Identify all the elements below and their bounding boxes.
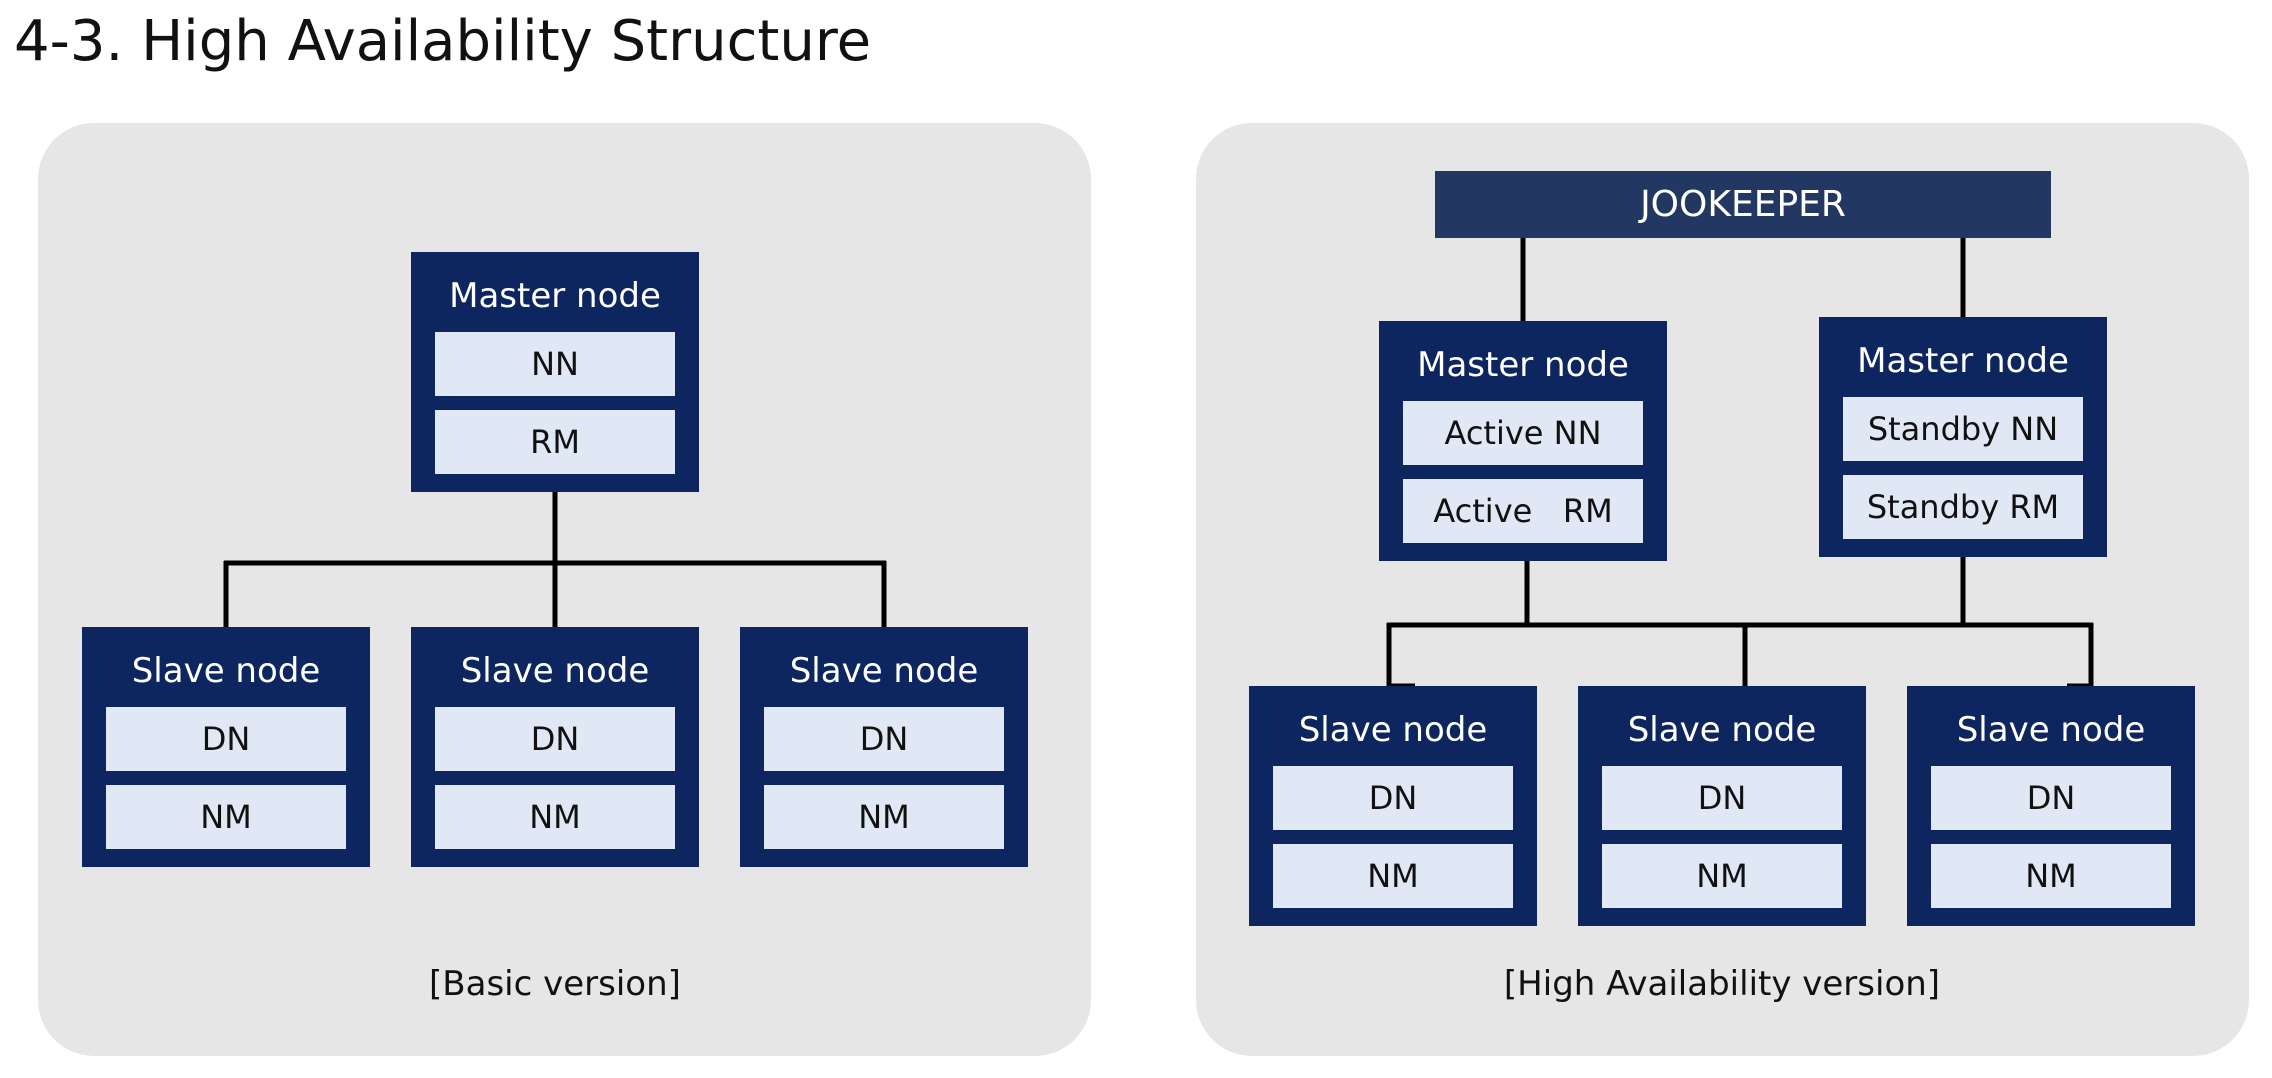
dn-component: DN: [106, 707, 346, 771]
node-title: Master node: [1417, 345, 1629, 385]
nm-component: NM: [1273, 844, 1513, 908]
node-title: Slave node: [460, 651, 650, 691]
basic-slave-node-2: Slave node DN NM: [411, 627, 699, 867]
node-title: Slave node: [131, 651, 321, 691]
nm-component: NM: [1602, 844, 1842, 908]
node-title: Slave node: [789, 651, 979, 691]
node-title: Slave node: [1298, 710, 1488, 750]
node-title: Slave node: [1956, 710, 2146, 750]
ha-version-caption: [High Availability version]: [1503, 964, 1941, 1004]
basic-version-caption: [Basic version]: [429, 964, 681, 1004]
rm-component: RM: [435, 410, 675, 474]
basic-slave-node-1: Slave node DN NM: [82, 627, 370, 867]
nm-component: NM: [764, 785, 1004, 849]
basic-slave-node-3: Slave node DN NM: [740, 627, 1028, 867]
dn-component: DN: [1602, 766, 1842, 830]
nm-component: NM: [1931, 844, 2171, 908]
dn-component: DN: [1931, 766, 2171, 830]
basic-master-node: Master node NN RM: [411, 252, 699, 492]
nm-component: NM: [435, 785, 675, 849]
node-title: Slave node: [1627, 710, 1817, 750]
nm-component: NM: [106, 785, 346, 849]
jookeeper-coordinator: JOOKEEPER: [1435, 171, 2051, 238]
node-title: Master node: [1857, 341, 2069, 381]
nn-component: NN: [435, 332, 675, 396]
dn-component: DN: [764, 707, 1004, 771]
ha-slave-node-1: Slave node DN NM: [1249, 686, 1537, 926]
ha-slave-node-3: Slave node DN NM: [1907, 686, 2195, 926]
standby-nn-component: Standby NN: [1843, 397, 2083, 461]
ha-master-node-standby: Master node Standby NN Standby RM: [1819, 317, 2107, 557]
page-title: 4-3. High Availability Structure: [14, 9, 872, 74]
dn-component: DN: [1273, 766, 1513, 830]
active-nn-component: Active NN: [1403, 401, 1643, 465]
standby-rm-component: Standby RM: [1843, 475, 2083, 539]
ha-slave-node-2: Slave node DN NM: [1578, 686, 1866, 926]
dn-component: DN: [435, 707, 675, 771]
node-title: Master node: [449, 276, 661, 316]
active-rm-component: Active RM: [1403, 479, 1643, 543]
ha-master-node-active: Master node Active NN Active RM: [1379, 321, 1667, 561]
